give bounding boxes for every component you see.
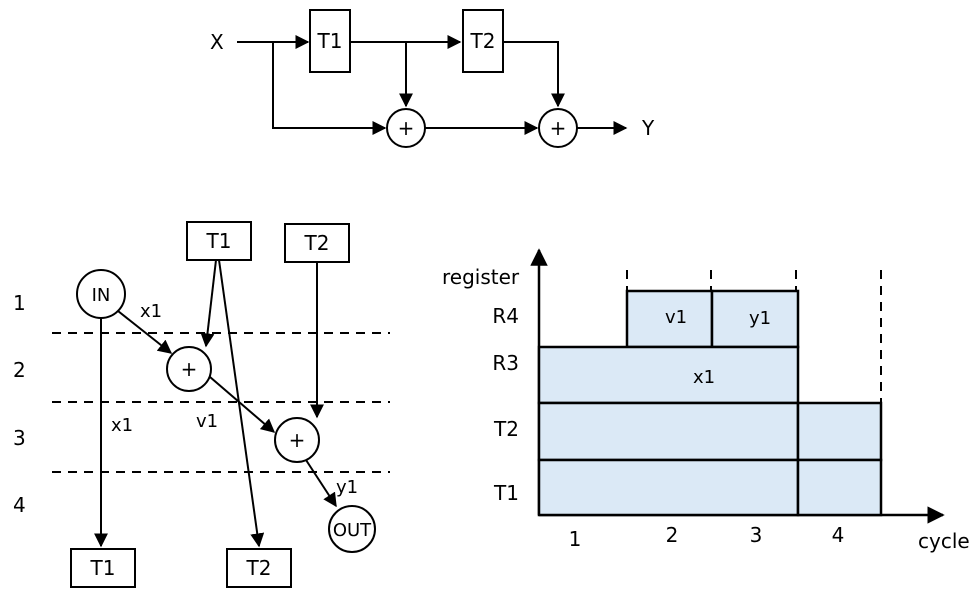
cycle-label-3: 3 — [750, 523, 763, 547]
step-label-1: 1 — [13, 291, 26, 315]
lifetime-y-axis-title: register — [442, 265, 520, 289]
dfg-edge-adder2-to-out — [305, 459, 337, 508]
dfg-top-t1-label: T1 — [206, 229, 232, 253]
dfg-edge-label-v1: v1 — [196, 411, 218, 432]
dfg-adder2-symbol: + — [289, 428, 306, 452]
lifetime-cell-r3-x1 — [537, 345, 800, 405]
row-label-t2: T2 — [493, 417, 519, 441]
row-label-r3: R3 — [492, 351, 519, 375]
input-label-x: X — [210, 30, 224, 54]
dfg-in-label: IN — [92, 285, 111, 306]
dfg-edge-t1-to-adder1 — [200, 259, 217, 348]
cycle-label-1: 1 — [569, 527, 582, 551]
dfg-top-t2-label: T2 — [304, 231, 330, 255]
dfg-edge-adder1-to-adder2 — [209, 376, 276, 433]
lifetime-x-axis-title: cycle — [918, 529, 970, 553]
lifetime-text-x1: x1 — [693, 367, 715, 388]
lifetime-cell-t1-a — [537, 458, 800, 517]
adder1-symbol: + — [398, 116, 415, 140]
dfg-bottom-t2-label: T2 — [246, 556, 272, 580]
delay-t1-label: T1 — [317, 29, 343, 53]
lifetime-cell-r4-v1 — [625, 289, 714, 349]
lifetime-cell-t2-a — [537, 401, 800, 462]
dfg-edge-label-x1-upper: x1 — [140, 301, 162, 322]
dfg-edge-label-y1: y1 — [336, 477, 358, 498]
output-label-y: Y — [641, 116, 655, 140]
dfg-bottom-t2-box — [226, 548, 292, 588]
lifetime-cell-t2-b — [796, 401, 883, 462]
dfg-top-t2-box — [284, 223, 350, 263]
lifetime-text-v1: v1 — [665, 307, 687, 328]
dfg-edge-in-to-adder1 — [117, 310, 173, 354]
delay-t2-label: T2 — [470, 29, 496, 53]
block-diagram: X T1 T2 + + Y — [210, 9, 655, 148]
dfg-edge-label-x1-lower: x1 — [111, 415, 133, 436]
dfg-adder2-circle — [274, 417, 320, 463]
lifetime-text-y1: y1 — [749, 308, 771, 329]
cycle-label-4: 4 — [832, 523, 845, 547]
step-label-4: 4 — [13, 493, 26, 517]
edge-x-to-adder1 — [272, 42, 387, 135]
step-label-3: 3 — [13, 426, 26, 450]
step-label-2: 2 — [13, 358, 26, 382]
adder2-symbol: + — [550, 116, 567, 140]
scheduled-dfg: 1 2 3 4 T1 T2 IN + + OUT T1 T2 — [13, 221, 390, 588]
dfg-out-label: OUT — [333, 520, 372, 541]
dfg-bottom-t1-label: T1 — [90, 556, 116, 580]
lifetime-cell-t1-b — [796, 458, 883, 517]
cycle-label-2: 2 — [666, 523, 679, 547]
dfg-bottom-t1-box — [70, 548, 136, 588]
row-label-t1: T1 — [493, 481, 519, 505]
dfg-adder1-symbol: + — [181, 357, 198, 381]
dfg-adder1-circle — [166, 346, 212, 392]
dfg-out-node — [328, 505, 376, 553]
edge-t2-to-adder2 — [503, 41, 565, 108]
row-label-r4: R4 — [492, 304, 519, 328]
register-lifetime-chart: register cycle v1 y1 x1 R4 R3 T2 T1 1 2 … — [442, 248, 970, 553]
dfg-top-t1-box — [186, 221, 252, 261]
